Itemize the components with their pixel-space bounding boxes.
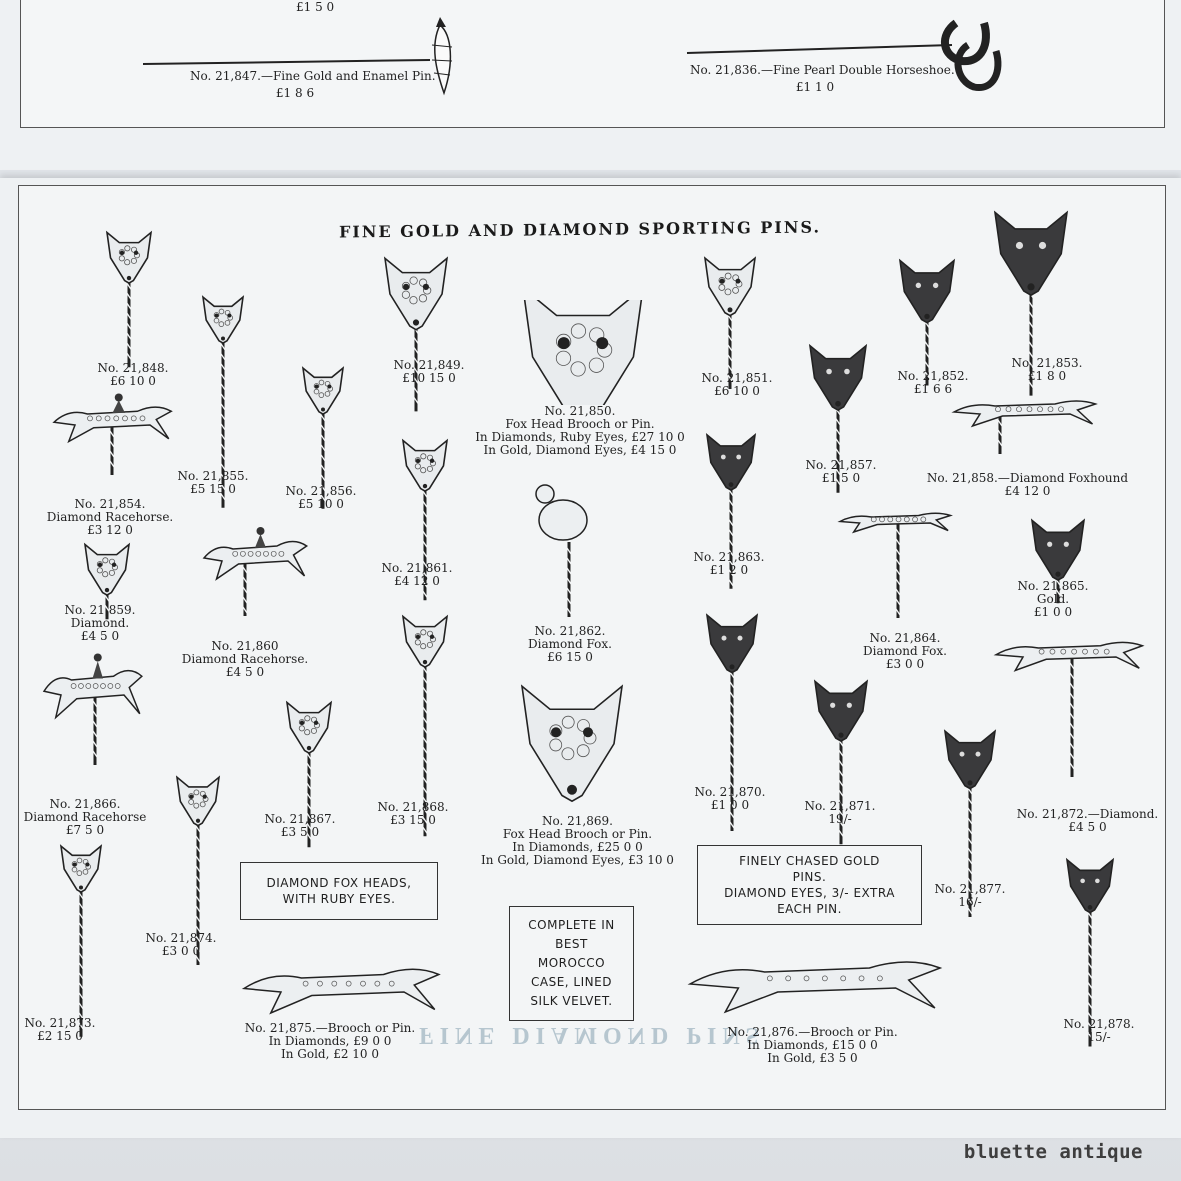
item-862-caption: No. 21,862.Diamond Fox.£6 15 0 bbox=[528, 624, 612, 664]
pin-854-racehorse bbox=[52, 393, 173, 475]
item-872-caption: No. 21,872.—Diamond.£4 5 0 bbox=[1016, 807, 1159, 834]
item-853-caption: No. 21,853.£1 8 0 bbox=[1011, 356, 1083, 383]
pin-859-fox-head bbox=[83, 542, 131, 620]
enamel-fish-pin-image bbox=[142, 17, 453, 96]
item-865-caption: No. 21,865.Gold.£1 0 0 bbox=[1017, 579, 1089, 619]
item-867-caption: No. 21,867.£3 5 0 bbox=[264, 812, 336, 839]
pin-856-fox-head bbox=[301, 366, 345, 509]
pin-877-fox-head bbox=[943, 729, 997, 917]
pin-872-running-fox bbox=[993, 641, 1145, 777]
pin-869-fox-head-brooch bbox=[520, 684, 624, 803]
pin-871-fox-head bbox=[813, 679, 869, 845]
pin-862-seated-fox bbox=[535, 484, 588, 617]
pin-875-running-fox-brooch bbox=[241, 968, 441, 1015]
item-847-caption: No. 21,847.—Fine Gold and Enamel Pin. £1… bbox=[190, 69, 436, 100]
pin-878-fox-head bbox=[1065, 857, 1115, 1047]
item-876-caption: No. 21,876.—Brooch or Pin.In Diamonds, £… bbox=[727, 1025, 898, 1065]
item-863-caption: No. 21,863.£1 2 0 bbox=[693, 550, 765, 577]
pin-861-fox-head bbox=[401, 438, 449, 601]
item-878-caption: No. 21,878.15/- bbox=[1063, 1017, 1135, 1044]
item-875-caption: No. 21,875.—Brooch or Pin.In Diamonds, £… bbox=[244, 1021, 416, 1061]
item-855-caption: No. 21,855.£5 15 0 bbox=[177, 469, 249, 496]
pin-870-fox-head bbox=[705, 613, 759, 831]
item-851-caption: No. 21,851.£6 10 0 bbox=[701, 371, 773, 398]
item-870-caption: No. 21,870.£1 0 0 bbox=[694, 785, 766, 812]
item-850-caption: No. 21,850.Fox Head Brooch or Pin.In Dia… bbox=[475, 404, 685, 457]
fox-heads-box: DIAMOND FOX HEADS,WITH RUBY EYES. bbox=[240, 862, 438, 920]
pin-863-fox-head bbox=[705, 433, 757, 589]
item-836-caption: No. 21,836.—Fine Pearl Double Horseshoe.… bbox=[690, 63, 955, 94]
item-849-caption: No. 21,849.£10 15 0 bbox=[393, 358, 465, 385]
item-873-caption: No. 21,873.£2 15 0 bbox=[24, 1016, 96, 1043]
item-861-caption: No. 21,861.£4 12 0 bbox=[381, 561, 453, 588]
pin-873-fox-head bbox=[59, 844, 103, 1037]
pin-865-fox-head bbox=[1030, 518, 1086, 604]
pin-874-fox-head bbox=[175, 775, 221, 966]
item-869-caption: No. 21,869.Fox Head Brooch or Pin.In Dia… bbox=[481, 814, 674, 867]
item-868-caption: No. 21,868.£3 15 0 bbox=[377, 800, 449, 827]
pin-867-fox-head bbox=[285, 700, 333, 848]
pin-858-foxhound bbox=[951, 400, 1098, 454]
item-871-caption: No. 21,871.19/- bbox=[804, 799, 876, 826]
watermark: bluette antique bbox=[963, 1141, 1143, 1163]
pin-857-fox-head bbox=[808, 343, 868, 493]
item-874-caption: No. 21,874.£3 0 0 bbox=[145, 931, 217, 958]
item-852-caption: No. 21,852.£1 6 6 bbox=[897, 369, 969, 396]
horseshoe-pin-image bbox=[686, 19, 1002, 91]
pin-849-fox-head bbox=[383, 256, 449, 412]
pin-876-running-fox-brooch bbox=[687, 961, 943, 1014]
pin-860-racehorse bbox=[202, 527, 309, 616]
pin-852-fox-head bbox=[898, 258, 956, 386]
item-859-caption: No. 21,859.Diamond.£4 5 0 bbox=[64, 603, 136, 643]
item-864-caption: No. 21,864.Diamond Fox.£3 0 0 bbox=[863, 631, 947, 671]
pin-866-racehorse bbox=[42, 653, 143, 765]
pin-853-fox-head bbox=[993, 210, 1069, 396]
pin-848-fox-head bbox=[105, 230, 153, 368]
previous-page: £1 5 0 No. 21,847.—Fine Gold and Enamel … bbox=[0, 0, 1181, 170]
item-856-caption: No. 21,856.£5 10 0 bbox=[285, 484, 357, 511]
partial-price: £1 5 0 bbox=[296, 0, 335, 14]
pin-868-fox-head bbox=[401, 614, 449, 837]
pin-855-fox-head bbox=[201, 295, 245, 508]
item-848-caption: No. 21,848.£6 10 0 bbox=[97, 361, 169, 388]
pin-851-fox-head bbox=[703, 256, 757, 389]
item-877-caption: No. 21,877.16/- bbox=[934, 882, 1006, 909]
pin-864-running-fox bbox=[837, 512, 953, 618]
item-858-caption: No. 21,858.—Diamond Foxhound£4 12 0 bbox=[926, 471, 1129, 498]
item-857-caption: No. 21,857.£1 5 0 bbox=[805, 458, 877, 485]
item-854-caption: No. 21,854.Diamond Racehorse.£3 12 0 bbox=[46, 497, 174, 537]
pin-850-fox-head-brooch bbox=[523, 300, 643, 405]
item-866-caption: No. 21,866.Diamond Racehorse£7 5 0 bbox=[23, 797, 147, 837]
